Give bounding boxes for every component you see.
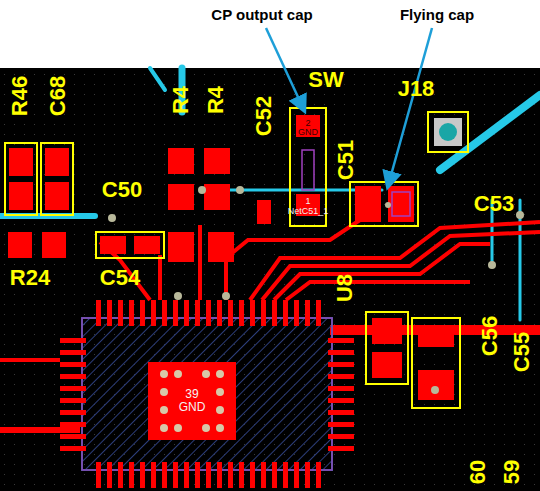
ic-pin: [184, 300, 189, 326]
ic-pin: [107, 462, 112, 488]
ic-pin: [173, 462, 178, 488]
ic-pin: [305, 462, 310, 488]
pad-net-label: 2: [305, 119, 310, 128]
ic-pin: [328, 374, 354, 379]
ic-pin: [151, 300, 156, 326]
silkscreen-designator: SW: [308, 69, 343, 91]
ic-pin: [206, 300, 211, 326]
ic-pin: [228, 462, 233, 488]
ic-pin: [294, 300, 299, 326]
ic-pin: [261, 462, 266, 488]
silkscreen-designator: U8: [334, 274, 356, 302]
ic-pin: [328, 434, 354, 439]
ic-pin: [184, 462, 189, 488]
ic-pin: [217, 300, 222, 326]
ic-pin: [195, 462, 200, 488]
ic-pin: [60, 338, 86, 343]
ic-pin: [118, 300, 123, 326]
pad-net-label: NetC51_1: [288, 207, 329, 216]
pin-number: 39: [185, 388, 198, 401]
ic-pin: [118, 462, 123, 488]
ic-pin: [60, 446, 86, 451]
ic-pin: [250, 300, 255, 326]
ic-pin: [316, 462, 321, 488]
pad-net-label: GND: [298, 128, 318, 137]
ic-pin: [60, 374, 86, 379]
ic-pin: [328, 350, 354, 355]
ic-pin: [151, 462, 156, 488]
ic-pin: [60, 350, 86, 355]
ic-pin: [272, 300, 277, 326]
ic-pin: [129, 300, 134, 326]
pad-net-label: 1: [305, 197, 310, 206]
callout-text: CP output cap: [211, 7, 312, 22]
ic-pin: [217, 462, 222, 488]
ic-pin: [328, 386, 354, 391]
ic-pin: [239, 462, 244, 488]
ic-pin: [316, 300, 321, 326]
ic-pin: [250, 462, 255, 488]
ic-pin: [328, 446, 354, 451]
silkscreen-designator: 60: [467, 460, 489, 484]
ic-pin: [328, 362, 354, 367]
ic-pin: [162, 300, 167, 326]
ic-pin: [305, 300, 310, 326]
ic-pin: [60, 386, 86, 391]
silkscreen-designator: C53: [474, 193, 514, 215]
ic-pin: [60, 434, 86, 439]
ic-pin: [107, 300, 112, 326]
ic-pin: [206, 462, 211, 488]
callout-text: Flying cap: [400, 7, 474, 22]
silkscreen-designator: R46: [9, 76, 31, 116]
silkscreen-designator: R4: [170, 86, 192, 114]
ic-pin: [328, 410, 354, 415]
ic-pin: [173, 300, 178, 326]
ic-pin: [195, 300, 200, 326]
ic-pin: [60, 410, 86, 415]
silkscreen-designator: C56: [479, 316, 501, 356]
ic-pin: [140, 462, 145, 488]
ic-pin: [294, 462, 299, 488]
ic-pin: [272, 462, 277, 488]
ic-pin: [60, 362, 86, 367]
silkscreen-designator: C52: [253, 96, 275, 136]
ic-pin: [261, 300, 266, 326]
silkscreen-designator: C50: [102, 179, 142, 201]
silkscreen-designator: R4: [205, 86, 227, 114]
silkscreen-designator: R24: [10, 267, 50, 289]
ic-pin: [96, 300, 101, 326]
silkscreen-designator: C55: [511, 332, 533, 372]
silkscreen-designator: J18: [398, 78, 435, 100]
silkscreen-designator: 59: [501, 460, 523, 484]
ic-pin: [162, 462, 167, 488]
ic-pin: [239, 300, 244, 326]
ic-pin: [283, 300, 288, 326]
ic-pin: [328, 422, 354, 427]
silkscreen-designator: C68: [47, 76, 69, 116]
ic-pin: [283, 462, 288, 488]
silkscreen-designator: C51: [335, 140, 357, 180]
ic-pin: [96, 462, 101, 488]
ic-pin: [140, 300, 145, 326]
ic-pin: [328, 398, 354, 403]
net-name: GND: [179, 401, 206, 414]
ic-pin: [228, 300, 233, 326]
ic-pin: [129, 462, 134, 488]
ic-pin: [328, 338, 354, 343]
ic-pin: [60, 422, 86, 427]
silkscreen-designator: C54: [100, 267, 140, 289]
thermal-pad: 39GND: [148, 362, 236, 440]
ic-pin: [60, 398, 86, 403]
